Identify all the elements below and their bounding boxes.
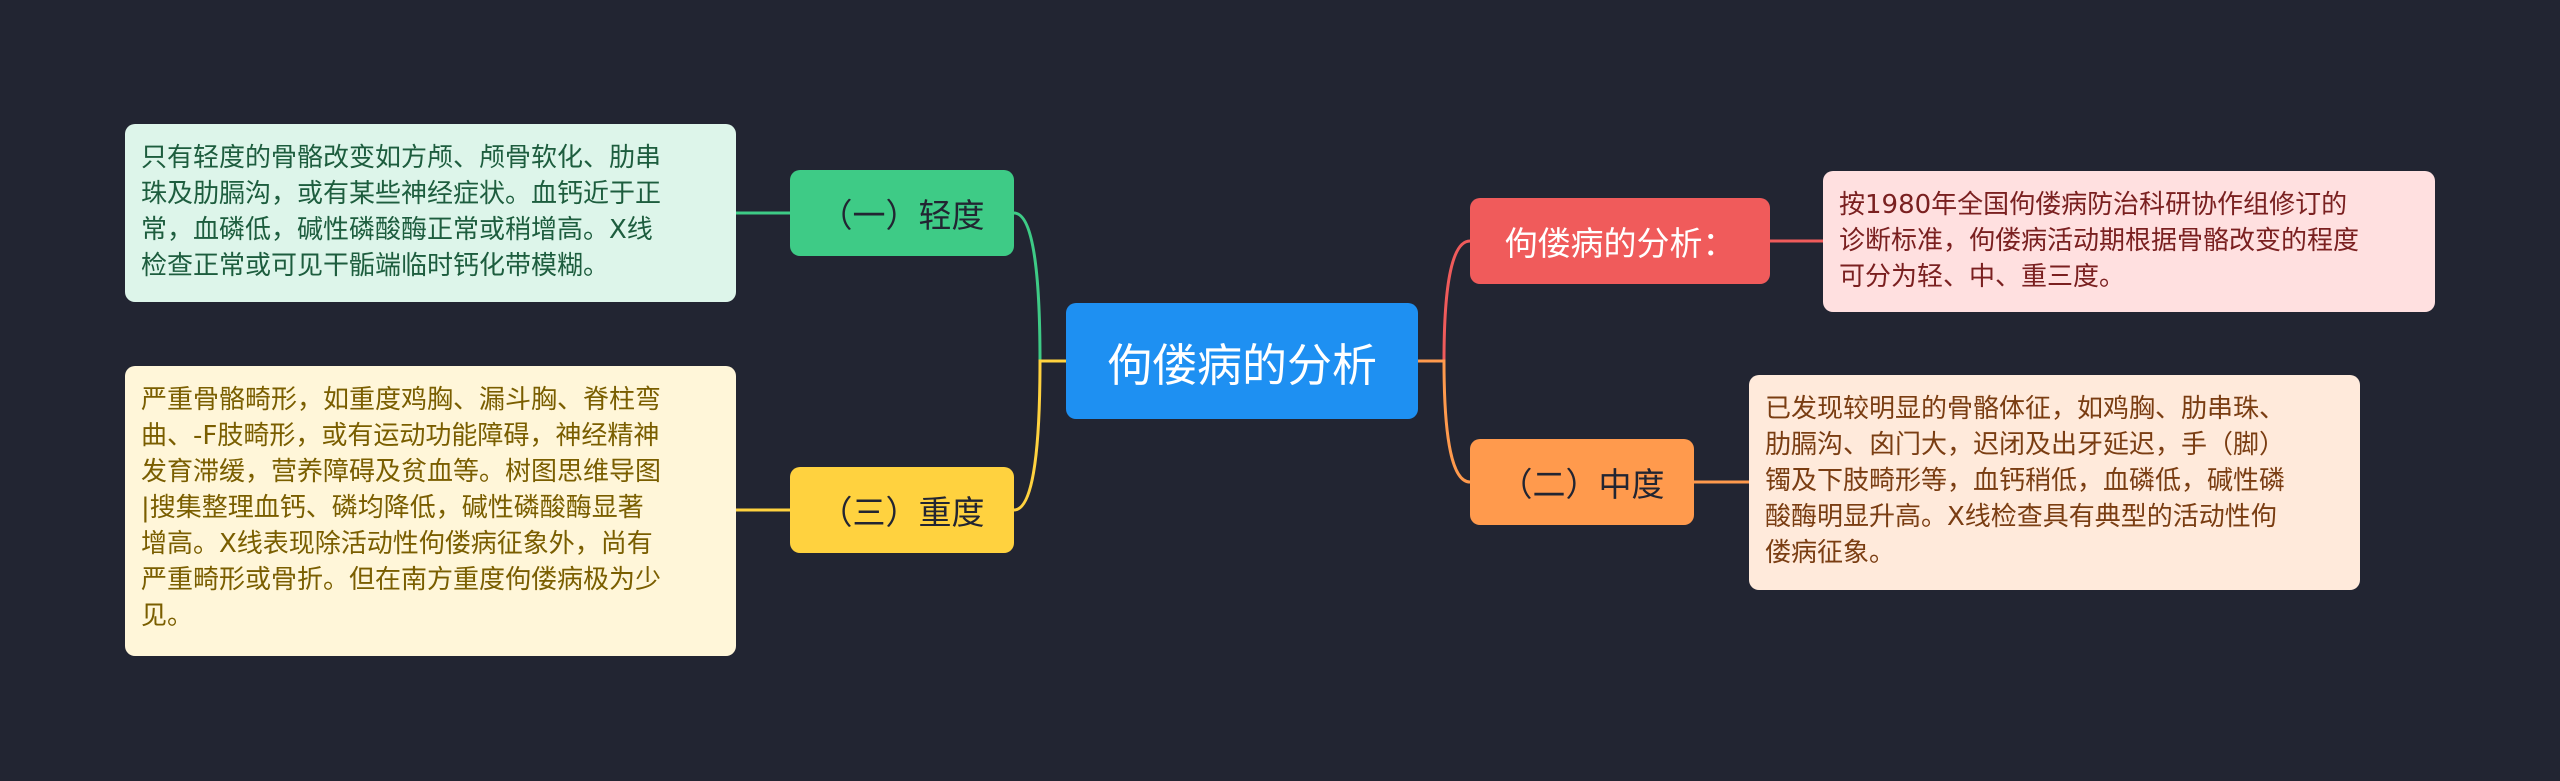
text-line: 严重骨骼畸形，如重度鸡胸、漏斗胸、脊柱弯 xyxy=(141,385,662,415)
text-line: |搜集整理血钙、磷均降低，碱性磷酸酶显著 xyxy=(141,493,644,523)
connector-center-analysis xyxy=(1418,239,1471,363)
text-line: 只有轻度的骨骼改变如方颅、颅骨软化、肋串 xyxy=(141,143,662,173)
central-topic-label: 佝偻病的分析 xyxy=(1106,338,1377,392)
text-line: 检查正常或可见干骺端临时钙化带模糊。 xyxy=(141,251,610,281)
connector-center-moderate xyxy=(1418,359,1471,484)
text-line: 常，血磷低，碱性磷酸酶正常或稍增高。X线 xyxy=(141,215,653,245)
text-line: 偻病征象。 xyxy=(1765,538,1896,568)
text-line: 按1980年全国佝偻病防治科研协作组修订的 xyxy=(1839,190,2348,220)
text-line: 曲、-F肢畸形，或有运动功能障碍，神经精神 xyxy=(141,421,660,451)
leaf-light-description[interactable]: 只有轻度的骨骼改变如方颅、颅骨软化、肋串 珠及肋膈沟，或有某些神经症状。血钙近于… xyxy=(125,124,736,302)
leaf-light-text: 只有轻度的骨骼改变如方颅、颅骨软化、肋串 珠及肋膈沟，或有某些神经症状。血钙近于… xyxy=(141,140,661,284)
connector-center-severe xyxy=(1013,359,1066,512)
branch-light[interactable]: （一）轻度 xyxy=(790,170,1014,256)
text-line: 肋膈沟、囟门大，迟闭及出牙延迟，手（脚） xyxy=(1765,430,2286,460)
text-line: 可分为轻、中、重三度。 xyxy=(1839,262,2126,292)
leaf-moderate-text: 已发现较明显的骨骼体征，如鸡胸、肋串珠、 肋膈沟、囟门大，迟闭及出牙延迟，手（脚… xyxy=(1765,391,2285,571)
leaf-severe-description[interactable]: 严重骨骼畸形，如重度鸡胸、漏斗胸、脊柱弯 曲、-F肢畸形，或有运动功能障碍，神经… xyxy=(125,366,736,656)
connector-center-light xyxy=(1013,211,1066,363)
branch-severe-label: （三）重度 xyxy=(819,493,985,532)
text-line: 发育滞缓，营养障碍及贫血等。树图思维导图 xyxy=(141,457,662,487)
central-topic[interactable]: 佝偻病的分析 xyxy=(1066,303,1418,419)
leaf-moderate-description[interactable]: 已发现较明显的骨骼体征，如鸡胸、肋串珠、 肋膈沟、囟门大，迟闭及出牙延迟，手（脚… xyxy=(1749,375,2360,590)
branch-light-label: （一）轻度 xyxy=(819,196,985,235)
text-line: 已发现较明显的骨骼体征，如鸡胸、肋串珠、 xyxy=(1765,394,2286,424)
branch-moderate-label: （二）中度 xyxy=(1499,465,1665,504)
branch-severe[interactable]: （三）重度 xyxy=(790,467,1014,553)
branch-moderate[interactable]: （二）中度 xyxy=(1470,439,1694,525)
text-line: 见。 xyxy=(141,601,194,631)
text-line: 珠及肋膈沟，或有某些神经症状。血钙近于正 xyxy=(141,179,662,209)
branch-analysis-label: 佝偻病的分析： xyxy=(1504,224,1736,263)
text-line: 增高。X线表现除活动性佝偻病征象外，尚有 xyxy=(141,529,653,559)
branch-analysis[interactable]: 佝偻病的分析： xyxy=(1470,198,1770,284)
text-line: 严重畸形或骨折。但在南方重度佝偻病极为少 xyxy=(141,565,662,595)
leaf-analysis-text: 按1980年全国佝偻病防治科研协作组修订的 诊断标准，佝偻病活动期根据骨骼改变的… xyxy=(1839,187,2359,295)
leaf-severe-text: 严重骨骼畸形，如重度鸡胸、漏斗胸、脊柱弯 曲、-F肢畸形，或有运动功能障碍，神经… xyxy=(141,382,661,634)
text-line: 酸酶明显升高。X线检查具有典型的活动性佝 xyxy=(1765,502,2277,532)
text-line: 诊断标准，佝偻病活动期根据骨骼改变的程度 xyxy=(1839,226,2360,256)
text-line: 镯及下肢畸形等，血钙稍低，血磷低，碱性磷 xyxy=(1765,466,2286,496)
leaf-analysis-description[interactable]: 按1980年全国佝偻病防治科研协作组修订的 诊断标准，佝偻病活动期根据骨骼改变的… xyxy=(1823,171,2435,312)
